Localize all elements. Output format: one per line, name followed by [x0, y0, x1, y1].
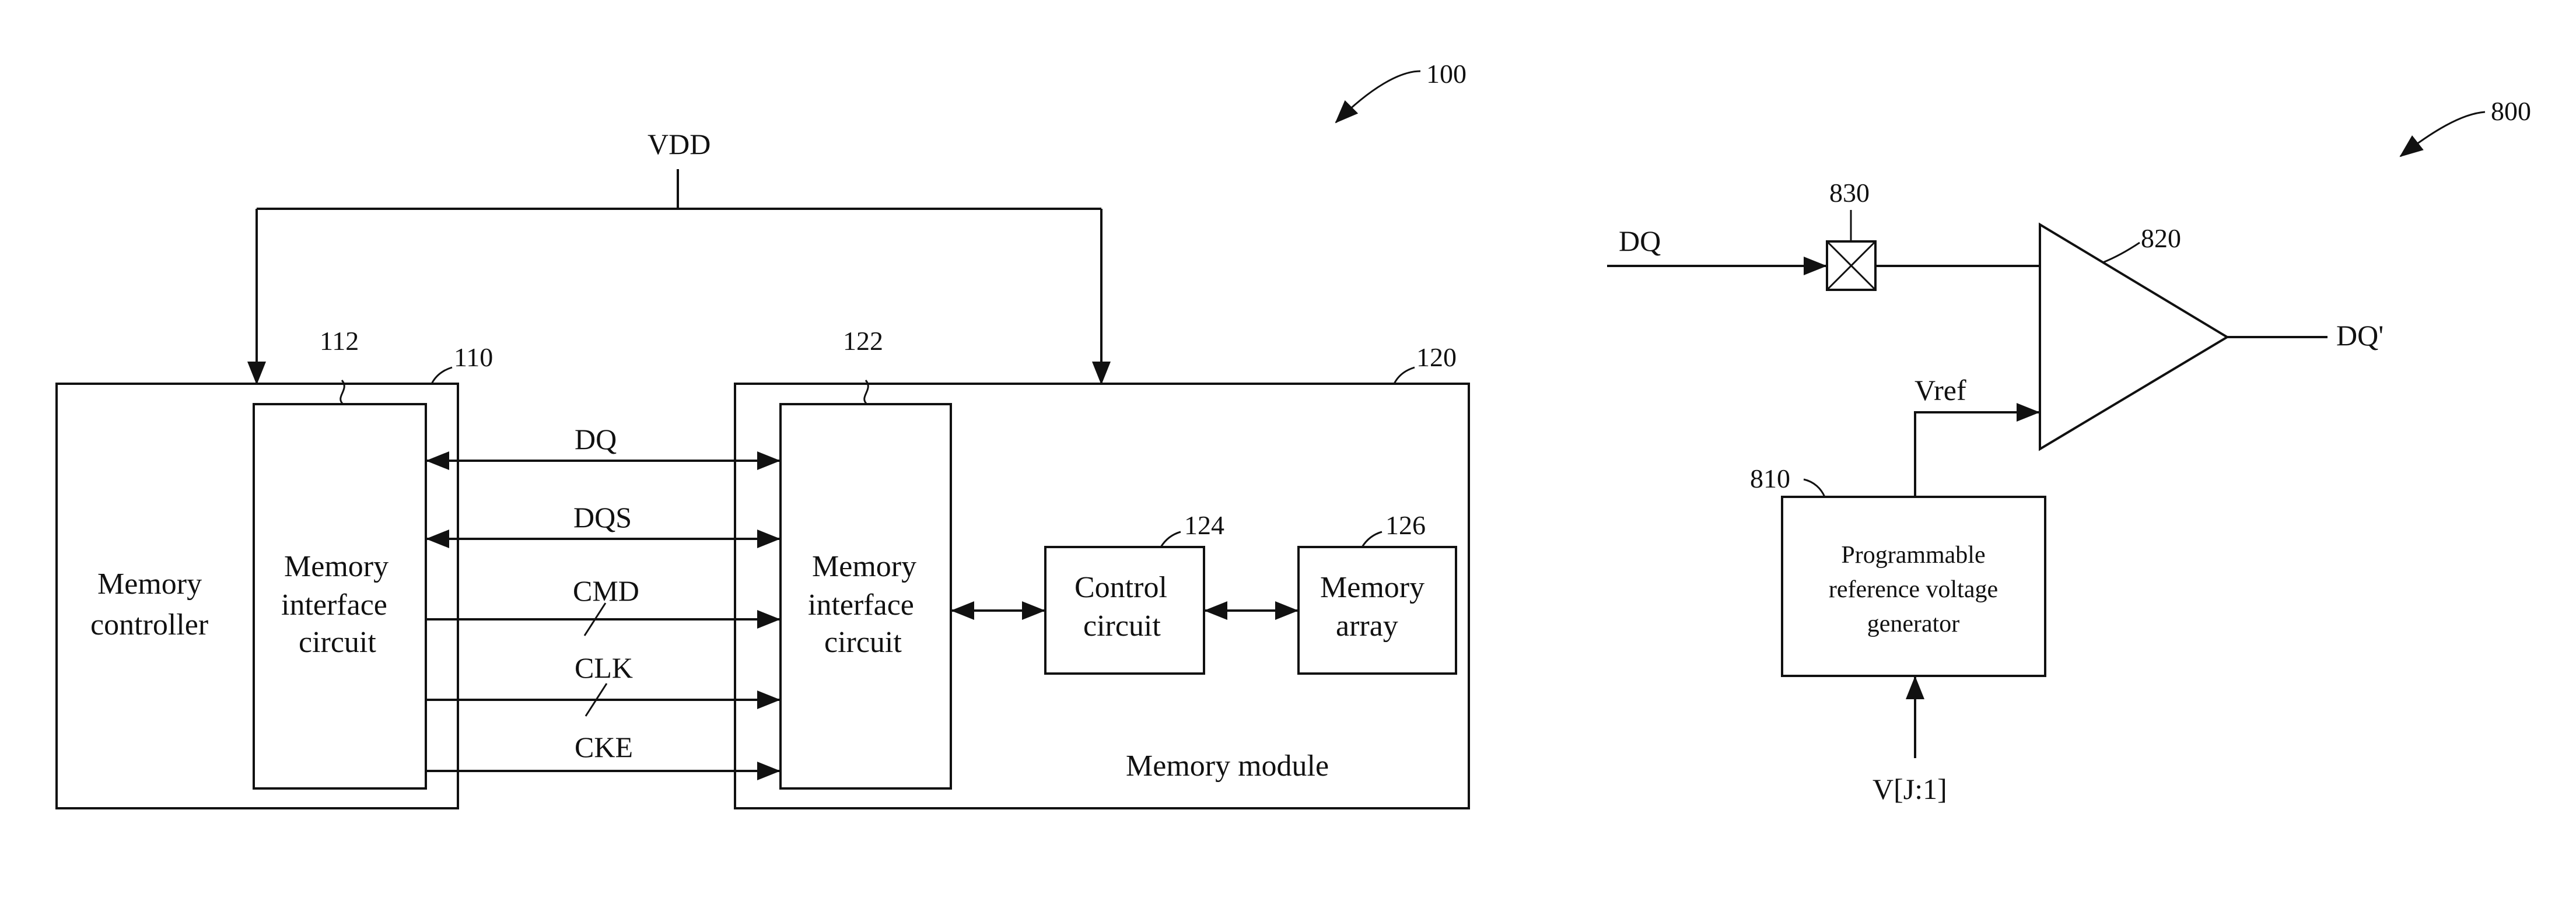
module-interface-label-3: circuit [824, 626, 902, 659]
figure-800: 800 DQ 830 820 DQ' Vref Programmable ref… [1607, 96, 2531, 805]
control-circuit-label-1: Control [1074, 571, 1167, 604]
clk-label: CLK [575, 651, 633, 684]
signal-dq: DQ [427, 423, 779, 461]
ref-120-label: 120 [1416, 342, 1457, 372]
ref-124-leader [1161, 532, 1181, 547]
controller-interface-label-2: interface [281, 588, 387, 622]
ref-810-leader [1804, 479, 1825, 497]
control-input-label: V[J:1] [1873, 773, 1947, 805]
memory-module-label: Memory module [1126, 749, 1329, 783]
reference-generator-label-2: reference voltage [1829, 576, 1998, 603]
ref-112-label: 112 [320, 326, 359, 356]
ref-110-label: 110 [454, 342, 493, 372]
ref-110-leader [432, 367, 452, 384]
memory-array-label-2: array [1336, 609, 1398, 643]
vref-label: Vref [1915, 374, 1966, 406]
ref-810-label: 810 [1750, 464, 1790, 493]
ref-124-label: 124 [1184, 510, 1224, 540]
reference-generator-label-1: Programmable [1841, 542, 1985, 569]
dq-output-label: DQ' [2336, 319, 2384, 352]
controller-interface-label-1: Memory [284, 550, 388, 583]
ref-820-leader [2103, 243, 2140, 262]
dq-input-label: DQ [1619, 225, 1661, 257]
signal-clk: CLK [427, 651, 779, 716]
ref-126-leader [1362, 532, 1382, 547]
ref-120-leader [1394, 367, 1415, 384]
controller-interface-label-3: circuit [299, 626, 376, 659]
ref-800-label: 800 [2491, 96, 2531, 126]
vref-line [1915, 412, 2039, 497]
module-interface-label-1: Memory [812, 550, 916, 583]
cmd-label: CMD [573, 574, 639, 607]
figure-100: 100 VDD Memory controller 110 Memory int… [57, 59, 1469, 808]
ref-820-label: 820 [2141, 223, 2181, 253]
ref-122-label: 122 [843, 326, 883, 356]
cke-label: CKE [575, 731, 633, 763]
reference-generator-label-3: generator [1867, 611, 1960, 637]
vdd-label: VDD [648, 128, 710, 160]
dqs-label: DQS [573, 501, 632, 534]
comparator-triangle [2040, 225, 2227, 449]
dq-label: DQ [575, 423, 617, 455]
memory-controller-label-2: controller [90, 608, 208, 641]
signal-cke: CKE [427, 731, 779, 771]
memory-array-label-1: Memory [1320, 571, 1424, 604]
signal-cmd: CMD [427, 574, 779, 636]
module-interface-label-2: interface [808, 588, 914, 622]
memory-controller-label-1: Memory [97, 567, 202, 601]
ref-100-label: 100 [1426, 59, 1466, 89]
ref-126-label: 126 [1385, 510, 1426, 540]
ref-800-pointer [2400, 112, 2485, 156]
ref-100-pointer [1336, 71, 1420, 122]
signal-dqs: DQS [427, 501, 779, 539]
ref-830-label: 830 [1829, 178, 1870, 208]
control-circuit-label-2: circuit [1083, 609, 1161, 643]
